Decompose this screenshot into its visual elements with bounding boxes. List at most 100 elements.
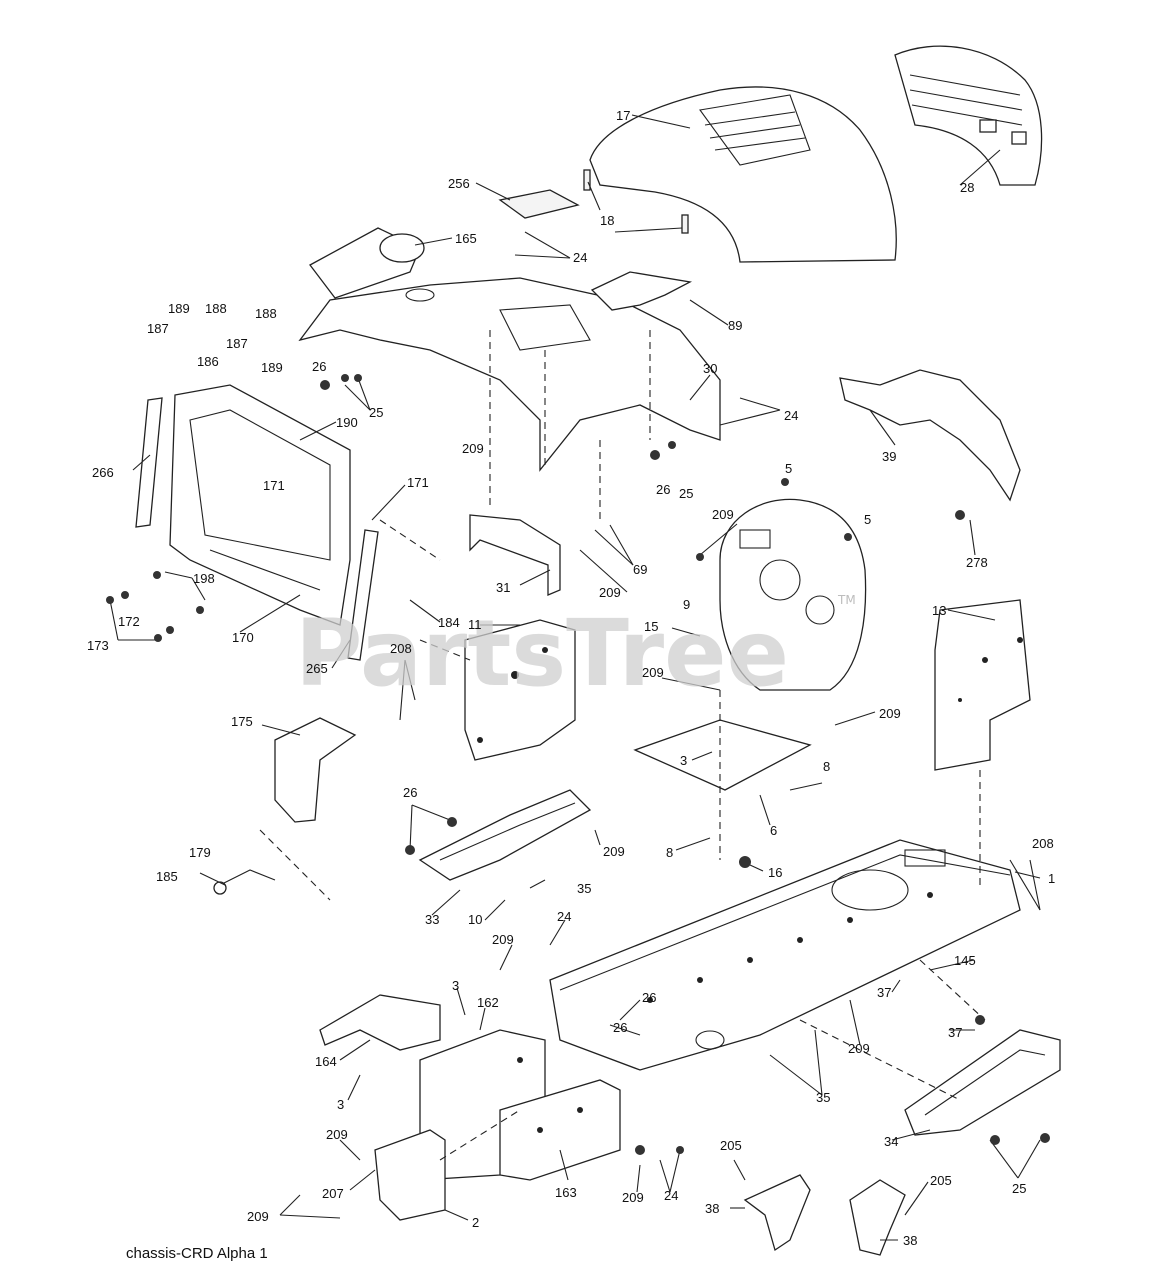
callout-265: 265 xyxy=(306,661,328,676)
step-part-34 xyxy=(904,1029,1061,1136)
panel-part-165 xyxy=(309,227,425,299)
callout-39: 39 xyxy=(882,449,896,464)
callout-28: 28 xyxy=(960,180,974,195)
callout-5b: 5 xyxy=(864,512,871,527)
callout-266: 266 xyxy=(92,465,114,480)
callout-8a: 8 xyxy=(823,759,830,774)
callout-26d: 26 xyxy=(642,990,656,1005)
callout-173: 173 xyxy=(87,638,109,653)
callout-35b: 35 xyxy=(816,1090,830,1105)
callout-175: 175 xyxy=(231,714,253,729)
callout-209c: 209 xyxy=(599,585,621,600)
callout-209i: 209 xyxy=(326,1127,348,1142)
callout-69: 69 xyxy=(633,562,647,577)
callout-17: 17 xyxy=(616,108,630,123)
callout-16: 16 xyxy=(768,865,782,880)
callout-25b: 25 xyxy=(679,486,693,501)
callout-188a: 188 xyxy=(205,301,227,316)
plate-part-6 xyxy=(633,719,812,791)
lever-part-179 xyxy=(213,869,276,895)
callout-170: 170 xyxy=(232,630,254,645)
callout-198: 198 xyxy=(193,571,215,586)
callout-165: 165 xyxy=(455,231,477,246)
callout-190: 190 xyxy=(336,415,358,430)
callout-209b: 209 xyxy=(712,507,734,522)
callout-163: 163 xyxy=(555,1185,577,1200)
callout-37b: 37 xyxy=(948,1025,962,1040)
callout-209a: 209 xyxy=(462,441,484,456)
callout-24b: 24 xyxy=(784,408,798,423)
callout-35a: 35 xyxy=(577,881,591,896)
callout-8b: 8 xyxy=(666,845,673,860)
callout-38a: 38 xyxy=(705,1201,719,1216)
callout-186: 186 xyxy=(197,354,219,369)
fasteners xyxy=(106,374,1050,1155)
callout-3a: 3 xyxy=(680,753,687,768)
callout-184: 184 xyxy=(438,615,460,630)
callout-24c: 24 xyxy=(557,909,571,924)
callout-30: 30 xyxy=(703,361,717,376)
callout-188b: 188 xyxy=(255,306,277,321)
callout-34: 34 xyxy=(884,1134,898,1149)
frame-part-170 xyxy=(169,384,351,626)
callout-24a: 24 xyxy=(573,250,587,265)
callout-172: 172 xyxy=(118,614,140,629)
plate-part-163 xyxy=(499,1079,621,1181)
callout-labels: 17 28 256 18 165 24 89 189 188 187 186 1… xyxy=(87,108,1055,1248)
callout-209h: 209 xyxy=(848,1041,870,1056)
callout-209g: 209 xyxy=(492,932,514,947)
callout-5a: 5 xyxy=(785,461,792,476)
callout-145: 145 xyxy=(954,953,976,968)
callout-171a: 171 xyxy=(407,475,429,490)
diagram-caption: chassis-CRD Alpha 1 xyxy=(126,1245,268,1262)
callout-26a: 26 xyxy=(312,359,326,374)
callout-162: 162 xyxy=(477,995,499,1010)
callout-171b: 171 xyxy=(263,478,285,493)
bracket-part-164 xyxy=(319,994,441,1051)
callout-24d: 24 xyxy=(664,1188,678,1203)
bracket-part-2 xyxy=(374,1129,446,1221)
engine-part-9 xyxy=(719,498,867,691)
callout-11: 11 xyxy=(468,617,482,632)
callout-10: 10 xyxy=(468,912,482,927)
callout-15: 15 xyxy=(644,619,658,634)
callout-13: 13 xyxy=(932,603,946,618)
callout-3b: 3 xyxy=(452,978,459,993)
shield-part-175 xyxy=(274,717,357,823)
leader-lines xyxy=(109,114,1041,1241)
callout-189b: 189 xyxy=(261,360,283,375)
fender-part-30 xyxy=(298,277,721,472)
pad-part-18 xyxy=(583,169,689,234)
callout-256: 256 xyxy=(448,176,470,191)
callout-25a: 25 xyxy=(369,405,383,420)
watermark: PartsTree xyxy=(295,600,789,707)
bracket-part-38-left xyxy=(743,1174,811,1252)
hood-part-17 xyxy=(589,86,897,263)
callout-33: 33 xyxy=(425,912,439,927)
callout-209f: 209 xyxy=(603,844,625,859)
callout-3c: 3 xyxy=(337,1097,344,1112)
callout-164: 164 xyxy=(315,1054,337,1069)
bracket-part-38-right xyxy=(849,1179,906,1256)
callout-189a: 189 xyxy=(168,301,190,316)
grille-part-28 xyxy=(894,45,1043,186)
callout-9: 9 xyxy=(683,597,690,612)
callout-205a: 205 xyxy=(720,1138,742,1153)
callout-31: 31 xyxy=(496,580,510,595)
callout-209k: 209 xyxy=(247,1209,269,1224)
step-part-33 xyxy=(418,789,592,881)
bracket-part-31 xyxy=(469,514,561,596)
callout-18: 18 xyxy=(600,213,614,228)
callout-2: 2 xyxy=(472,1215,479,1230)
callout-26b: 26 xyxy=(656,482,670,497)
callout-179: 179 xyxy=(189,845,211,860)
watermark-trademark: TM xyxy=(837,593,856,607)
callout-26e: 26 xyxy=(613,1020,627,1035)
side-plate-part-13 xyxy=(934,599,1031,771)
bracket-part-39 xyxy=(839,369,1021,502)
callout-187b: 187 xyxy=(226,336,248,351)
callout-38b: 38 xyxy=(903,1233,917,1248)
main-frame-part-1 xyxy=(549,839,1021,1071)
callout-89: 89 xyxy=(728,318,742,333)
